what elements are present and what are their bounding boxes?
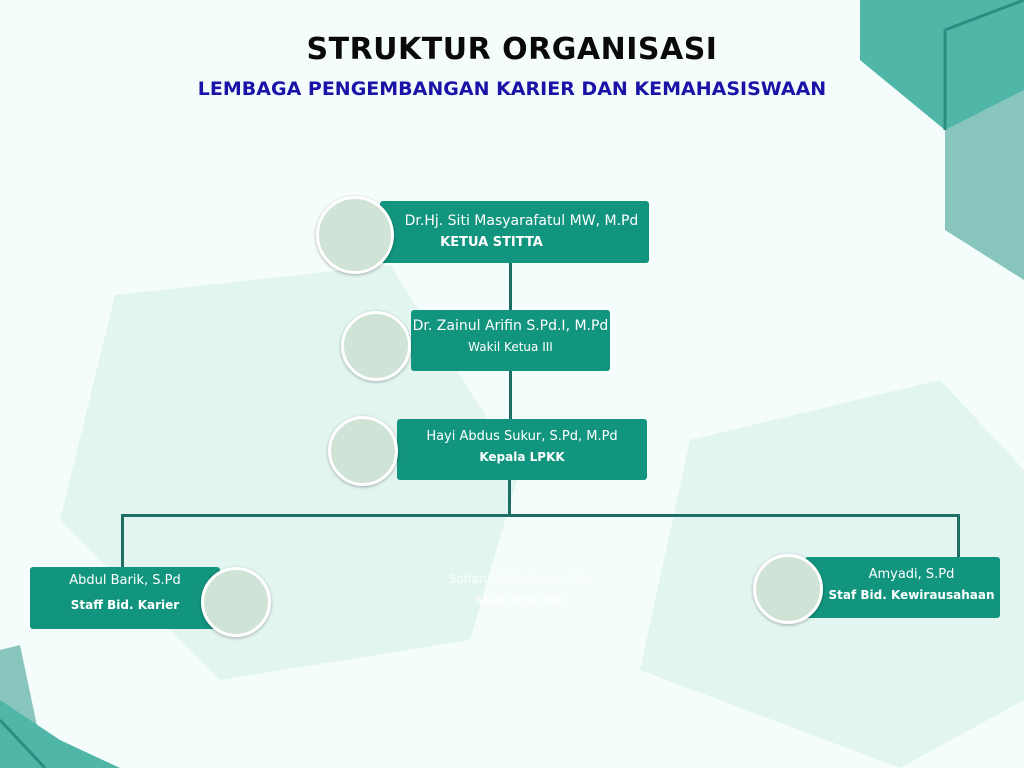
node-staff-karier: Abdul Barik, S.Pd Staff Bid. Karier — [30, 567, 220, 629]
node-role: Staf Bid. Kewirausahaan — [828, 588, 995, 602]
connector — [122, 514, 960, 517]
connector — [957, 514, 960, 558]
node-name: Hayi Abdus Sukur, S.Pd, M.Pd — [426, 429, 618, 444]
connector — [508, 480, 511, 516]
node-staff-prodi: Sofiatul Wahdania, S.Pd Staff Prodi PAI — [430, 572, 610, 607]
node-role: Kepala LPKK — [479, 450, 565, 464]
node-name: Sofiatul Wahdania, S.Pd — [448, 572, 592, 586]
node-wakil-ketua: Dr. Zainul Arifin S.Pd.I, M.Pd Wakil Ket… — [411, 310, 610, 371]
page-title: STRUKTUR ORGANISASI — [306, 32, 718, 67]
node-name: Dr.Hj. Siti Masyarafatul MW, M.Pd — [404, 213, 639, 229]
node-name: Abdul Barik, S.Pd — [69, 573, 181, 588]
node-staff-kewirausahaan: Amyadi, S.Pd Staf Bid. Kewirausahaan — [805, 557, 1000, 618]
node-role: Staff Prodi PAI — [475, 594, 565, 607]
avatar-photo — [341, 311, 411, 381]
avatar-photo — [316, 196, 394, 274]
connector — [509, 370, 512, 420]
avatar-photo — [201, 567, 271, 637]
avatar-photo — [328, 416, 398, 486]
node-ketua: Dr.Hj. Siti Masyarafatul MW, M.Pd KETUA … — [380, 201, 649, 263]
page-subtitle: LEMBAGA PENGEMBANGAN KARIER DAN KEMAHASI… — [197, 78, 827, 100]
node-role: KETUA STITTA — [440, 235, 543, 250]
node-role: Wakil Ketua III — [468, 340, 553, 354]
connector — [121, 514, 124, 568]
node-name: Dr. Zainul Arifin S.Pd.I, M.Pd — [412, 318, 609, 334]
node-role: Staff Bid. Karier — [70, 598, 180, 612]
node-name: Amyadi, S.Pd — [868, 567, 955, 582]
connector — [509, 262, 512, 312]
node-kepala: Hayi Abdus Sukur, S.Pd, M.Pd Kepala LPKK — [397, 419, 647, 480]
avatar-photo — [753, 554, 823, 624]
